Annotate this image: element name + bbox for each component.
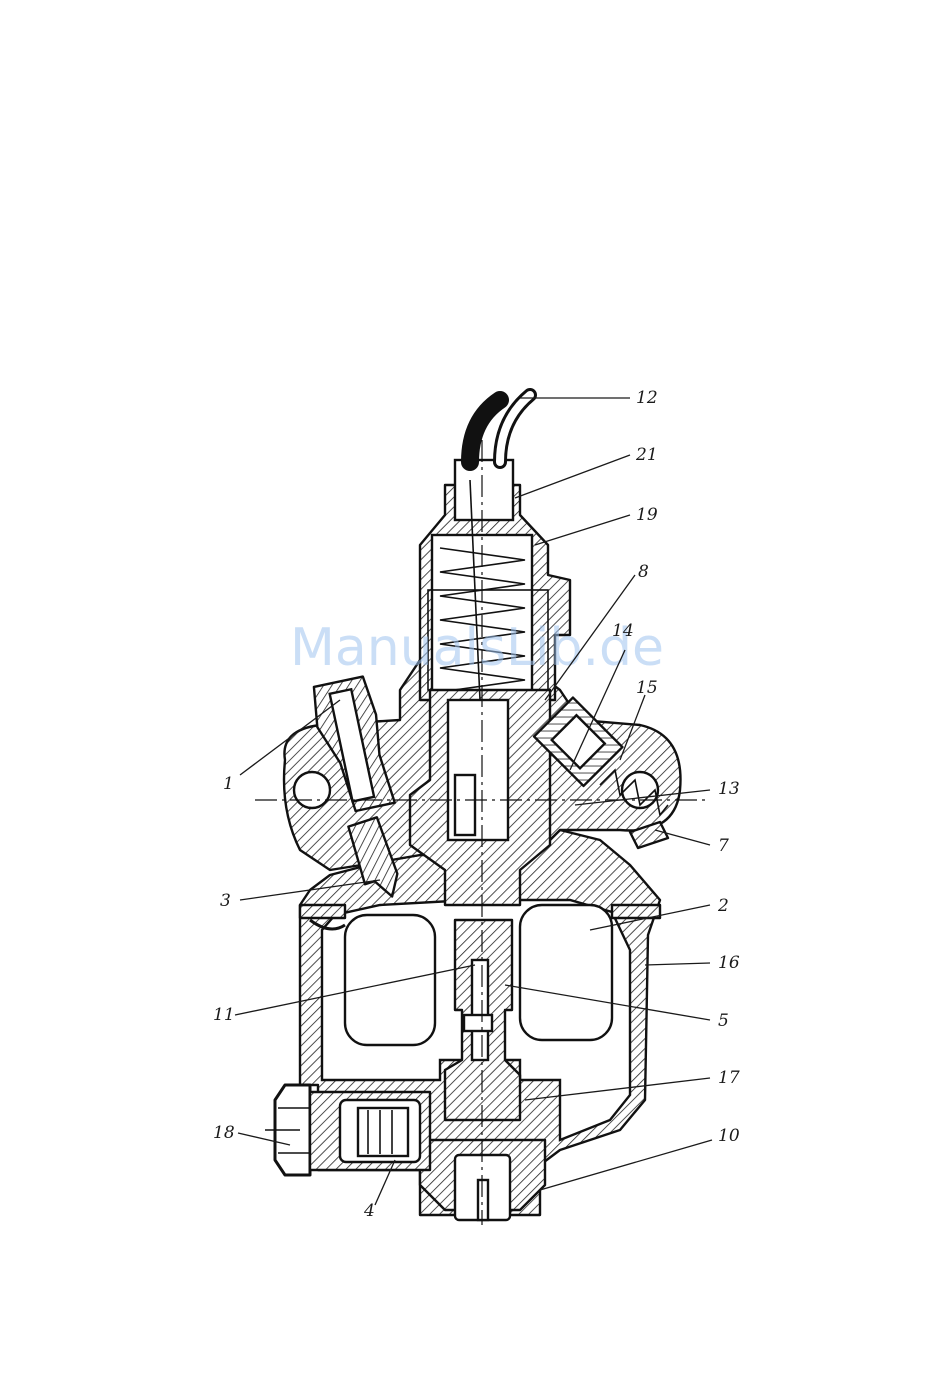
label-part-2: 2 [717,896,729,916]
label-part-17: 17 [718,1068,740,1088]
label-part-10: 10 [718,1126,740,1146]
label-part-3: 3 [220,891,231,911]
label-part-16: 16 [718,953,740,973]
chamber-right-part-2 [520,905,612,1040]
mount-ear-left [294,772,330,808]
label-part-19: 19 [636,505,658,525]
label-part-12: 12 [636,388,658,408]
label-part-5: 5 [718,1011,729,1031]
side-nut-part-18 [265,1085,310,1175]
check-insert-part-4 [310,1092,430,1170]
label-part-1: 1 [223,774,234,794]
watermark: ManualsLib.de [290,618,664,678]
label-part-7: 7 [718,836,729,856]
label-part-15: 15 [636,678,658,698]
label-part-11: 11 [213,1005,235,1025]
label-part-4: 4 [363,1201,375,1221]
label-part-8: 8 [638,562,649,582]
label-part-14: 14 [612,621,634,641]
chamber-left [345,915,435,1045]
label-part-13: 13 [718,779,740,799]
label-part-21: 21 [635,445,658,465]
label-part-18: 18 [213,1123,235,1143]
